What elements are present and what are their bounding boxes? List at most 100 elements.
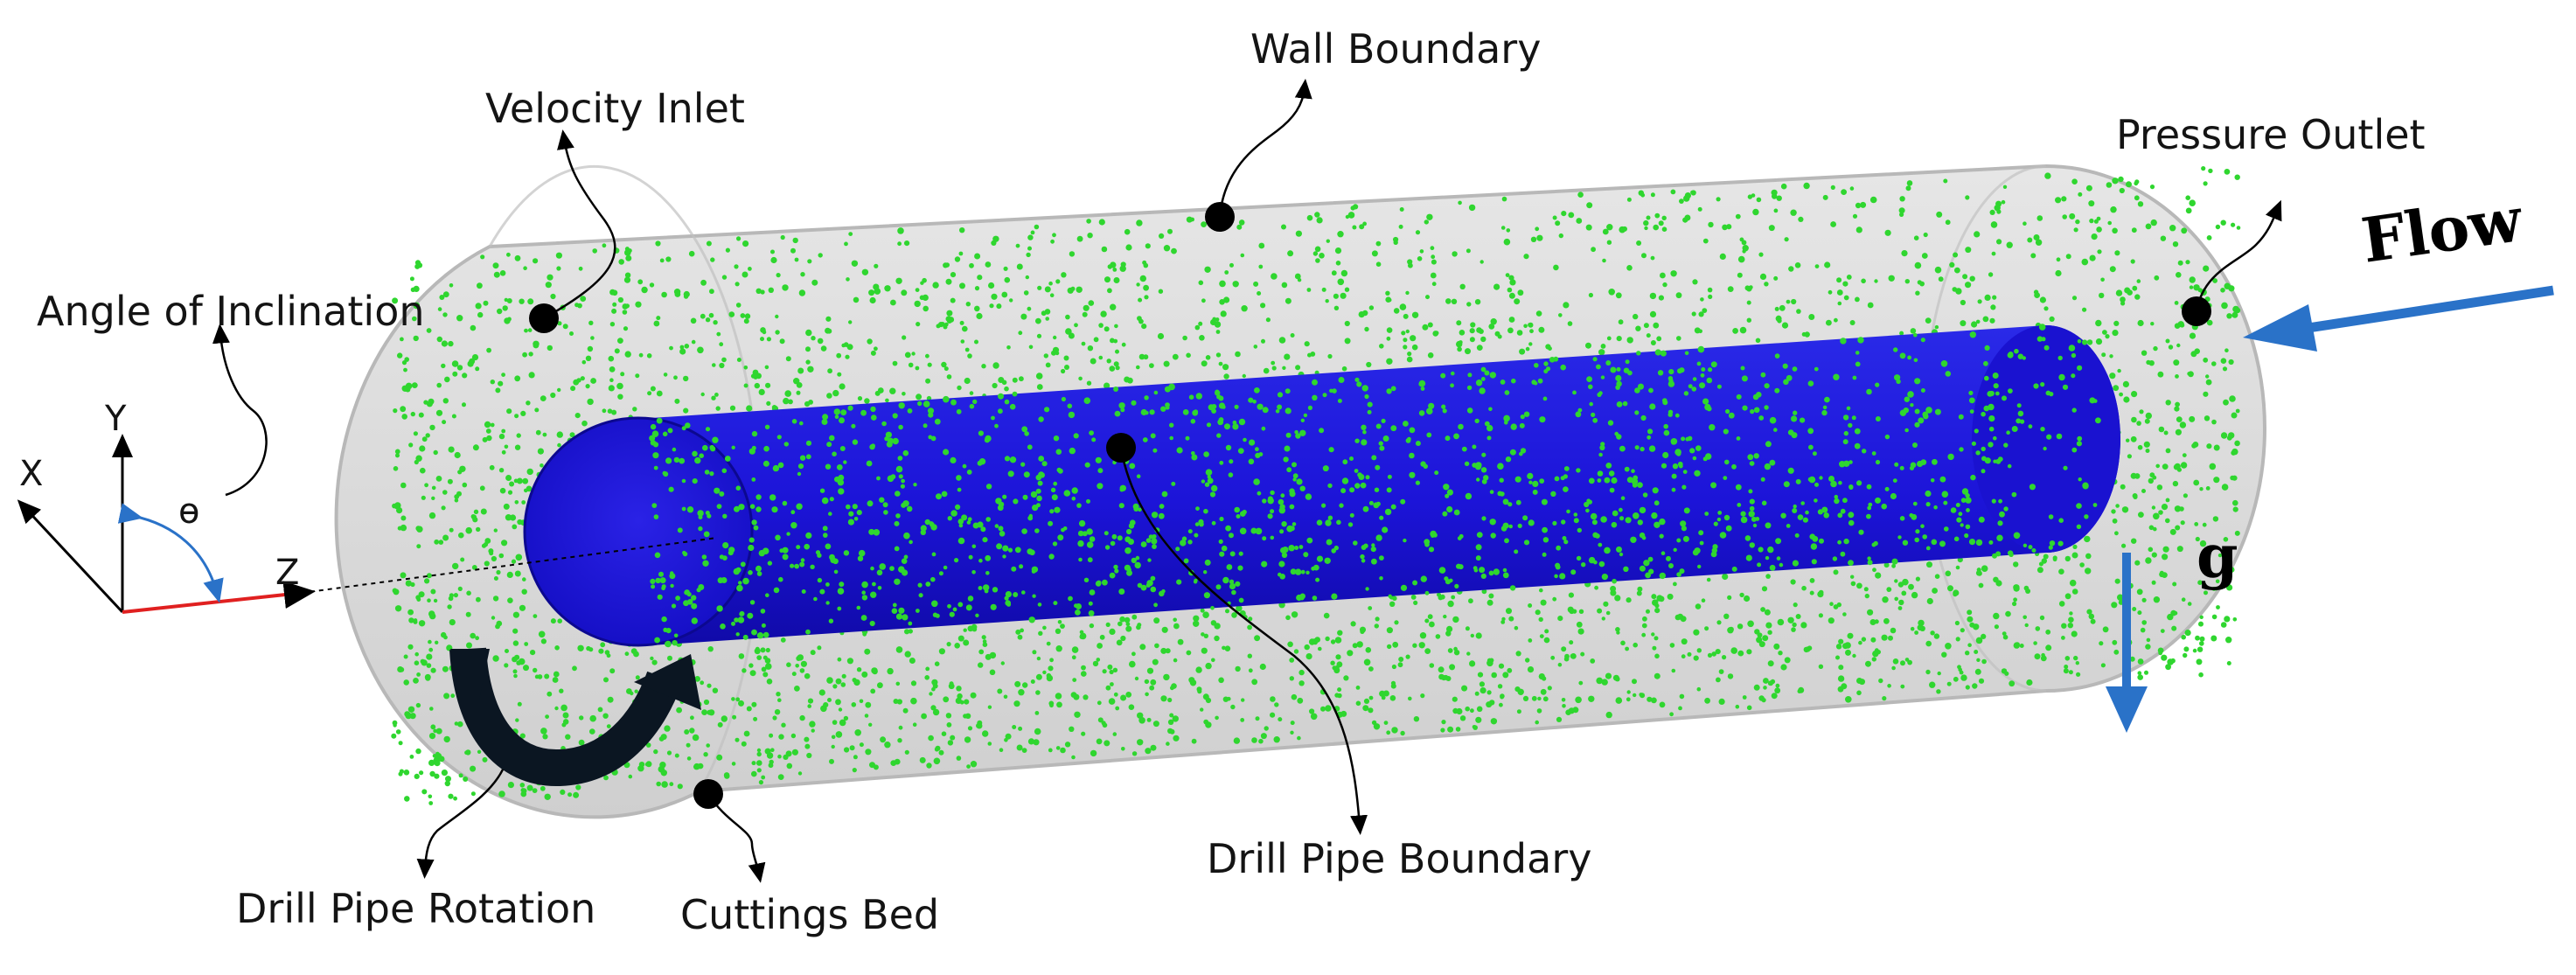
cutting-particle — [885, 431, 893, 438]
cutting-particle — [751, 701, 757, 707]
cutting-particle — [651, 584, 656, 589]
cutting-particle — [1807, 428, 1814, 435]
cutting-particle — [1925, 407, 1932, 414]
cutting-particle — [1954, 620, 1960, 626]
cutting-particle — [1297, 697, 1304, 704]
cutting-particle — [895, 646, 903, 653]
cutting-particle — [1354, 438, 1360, 443]
cutting-particle — [1429, 663, 1435, 668]
cutting-particle — [866, 460, 873, 467]
cutting-particle — [1932, 458, 1938, 465]
cutting-particle — [2215, 579, 2220, 584]
cutting-particle — [1497, 463, 1504, 470]
cutting-particle — [517, 519, 523, 526]
cutting-particle — [1907, 659, 1913, 665]
cutting-particle — [1650, 340, 1656, 345]
cutting-particle — [946, 642, 951, 647]
cutting-particle — [894, 546, 900, 552]
cutting-particle — [1637, 586, 1643, 592]
cutting-particle — [458, 773, 463, 778]
cutting-particle — [1557, 662, 1563, 667]
cutting-particle — [514, 375, 521, 382]
cutting-particle — [1107, 664, 1113, 670]
cutting-particle — [435, 476, 442, 482]
cutting-particle — [971, 544, 977, 549]
cutting-particle — [426, 653, 433, 660]
cutting-particle — [841, 343, 846, 348]
cutting-particle — [964, 736, 971, 743]
cutting-particle — [1476, 345, 1483, 351]
cutting-particle — [943, 262, 949, 268]
cutting-particle — [1335, 261, 1341, 266]
cutting-particle — [475, 366, 480, 372]
cutting-particle — [1026, 252, 1031, 258]
cutting-particle — [1914, 378, 1921, 385]
cutting-particle — [1984, 345, 1990, 351]
cutting-particle — [625, 254, 632, 261]
cutting-particle — [2068, 670, 2073, 675]
cutting-particle — [1312, 564, 1319, 571]
cutting-particle — [1591, 412, 1596, 417]
cutting-particle — [2198, 672, 2204, 678]
cutting-particle — [1079, 630, 1084, 635]
cutting-particle — [1648, 568, 1654, 575]
cutting-particle — [858, 549, 866, 557]
cutting-particle — [1764, 405, 1769, 410]
cutting-particle — [751, 477, 756, 482]
cutting-particle — [1163, 245, 1171, 252]
cutting-particle — [606, 724, 611, 728]
cutting-particle — [922, 423, 928, 428]
cutting-particle — [2122, 380, 2129, 387]
cutting-particle — [570, 386, 576, 392]
cutting-particle — [892, 360, 898, 366]
cutting-particle — [1175, 547, 1180, 552]
cutting-particle — [1014, 547, 1021, 554]
cutting-particle — [751, 761, 756, 766]
cutting-particle — [2019, 644, 2024, 648]
cutting-particle — [1765, 622, 1772, 629]
cutting-particle — [1622, 226, 1627, 232]
cutting-particle — [1225, 444, 1232, 451]
cutting-particle — [1224, 645, 1231, 651]
cutting-particle — [1891, 558, 1898, 565]
cutting-particle — [1446, 625, 1453, 633]
cutting-particle — [1737, 272, 1743, 278]
cutting-particle — [658, 736, 665, 742]
cutting-particle — [1725, 525, 1732, 532]
cutting-particle — [431, 485, 436, 491]
cutting-particle — [1144, 295, 1149, 300]
cutting-particle — [1405, 329, 1410, 334]
cutting-particle — [2220, 432, 2228, 439]
cutting-particle — [1077, 540, 1084, 547]
drill-pipe — [523, 325, 2120, 647]
cutting-particle — [895, 491, 901, 497]
cutting-particle — [1934, 324, 1939, 330]
cutting-particle — [701, 554, 707, 560]
cutting-particle — [790, 563, 795, 568]
cutting-particle — [1403, 538, 1407, 543]
cutting-particle — [1139, 644, 1146, 651]
cutting-particle — [1271, 360, 1276, 366]
cutting-particle — [1618, 319, 1624, 325]
cutting-particle — [1553, 264, 1559, 271]
cutting-particle — [1578, 609, 1584, 614]
cutting-particle — [454, 498, 459, 503]
cutting-particle — [704, 470, 710, 475]
cutting-particle — [1355, 700, 1361, 707]
cutting-particle — [650, 440, 657, 446]
cutting-particle — [1472, 725, 1478, 730]
cutting-particle — [2067, 623, 2073, 629]
cutting-particle — [1660, 272, 1666, 279]
cutting-particle — [1445, 493, 1450, 498]
cutting-particle — [436, 336, 442, 343]
cutting-particle — [1616, 546, 1622, 553]
cutting-particle — [719, 342, 724, 347]
cutting-particle — [2169, 225, 2176, 232]
cutting-particle — [2139, 409, 2144, 414]
cutting-particle — [2041, 558, 2047, 564]
cutting-particle — [1136, 282, 1140, 287]
cutting-particle — [992, 235, 999, 242]
cutting-particle — [1285, 407, 1291, 414]
cutting-particle — [1234, 506, 1240, 513]
cutting-particle — [836, 464, 843, 470]
